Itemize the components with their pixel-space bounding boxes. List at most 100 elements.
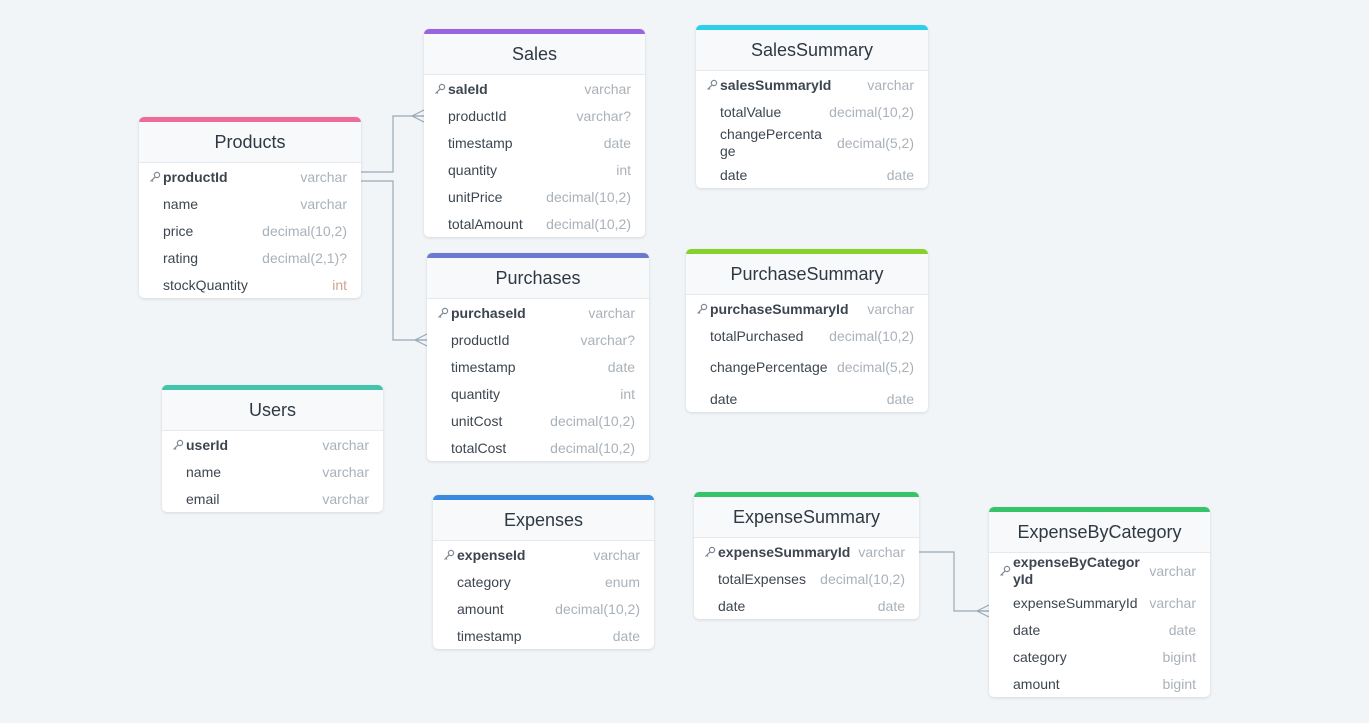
field-name: date xyxy=(710,390,738,407)
field-name: changePercentage xyxy=(710,358,828,375)
field-type: varchar xyxy=(858,543,905,560)
primary-key-icon xyxy=(704,79,720,91)
field-type: date xyxy=(603,134,631,151)
table-title[interactable]: PurchaseSummary xyxy=(686,254,928,295)
field-type: varchar xyxy=(322,436,369,453)
primary-key-icon xyxy=(997,565,1013,577)
field-row[interactable]: totalPurchased decimal(10,2) xyxy=(686,322,928,349)
field-name: salesSummaryId xyxy=(720,76,832,93)
field-name: date xyxy=(718,597,746,614)
field-type: decimal(2,1)? xyxy=(262,249,347,266)
field-name: totalPurchased xyxy=(710,327,804,344)
table-title[interactable]: SalesSummary xyxy=(696,30,928,71)
field-type: date xyxy=(612,627,640,644)
field-name: name xyxy=(186,463,222,480)
crowfoot-icon xyxy=(411,109,425,123)
field-name: timestamp xyxy=(457,627,522,644)
primary-key-icon xyxy=(435,307,451,319)
expensesummary-to-expensebycategory-connector[interactable] xyxy=(919,551,989,612)
table-title[interactable]: Expenses xyxy=(433,500,654,541)
field-name: timestamp xyxy=(451,358,516,375)
primary-key-icon xyxy=(702,546,718,558)
field-type: int xyxy=(332,276,347,293)
field-row[interactable]: salesSummaryId varchar xyxy=(696,71,928,98)
table-title[interactable]: Sales xyxy=(424,34,645,75)
field-type: date xyxy=(607,358,635,375)
table-title[interactable]: ExpenseByCategory xyxy=(989,512,1210,553)
table-title[interactable]: Products xyxy=(139,122,361,163)
field-type: decimal(10,2) xyxy=(546,188,631,205)
field-type: decimal(10,2) xyxy=(820,570,905,587)
field-name: price xyxy=(163,222,194,239)
field-row[interactable]: timestamp date xyxy=(433,622,654,649)
field-row[interactable]: timestamp date xyxy=(427,353,649,380)
table-title[interactable]: ExpenseSummary xyxy=(694,497,919,538)
field-name: totalCost xyxy=(451,439,507,456)
field-type: varchar xyxy=(300,195,347,212)
field-row[interactable]: timestamp date xyxy=(424,129,645,156)
field-name: purchaseSummaryId xyxy=(710,300,849,317)
table-salessummary[interactable]: SalesSummary salesSummaryId varchar totalVa… xyxy=(696,25,928,188)
products-to-purchases-connector[interactable] xyxy=(361,180,427,341)
table-color-bar xyxy=(696,25,928,30)
table-title[interactable]: Users xyxy=(162,390,383,431)
field-name: productId xyxy=(448,107,507,124)
field-type: varchar xyxy=(322,490,369,507)
table-color-bar xyxy=(162,385,383,390)
field-name: date xyxy=(1013,621,1041,638)
table-title[interactable]: Purchases xyxy=(427,258,649,299)
field-name: timestamp xyxy=(448,134,513,151)
field-type: varchar xyxy=(1149,563,1196,579)
field-type: varchar xyxy=(867,76,914,93)
primary-key-icon xyxy=(147,171,163,183)
field-type: decimal(5,2) xyxy=(836,135,914,151)
field-type: varchar? xyxy=(576,107,631,124)
field-name: amount xyxy=(457,600,504,617)
field-type: decimal(10,2) xyxy=(829,327,914,344)
field-row[interactable]: productId varchar? xyxy=(424,102,645,129)
products-to-sales-connector[interactable] xyxy=(361,115,424,173)
